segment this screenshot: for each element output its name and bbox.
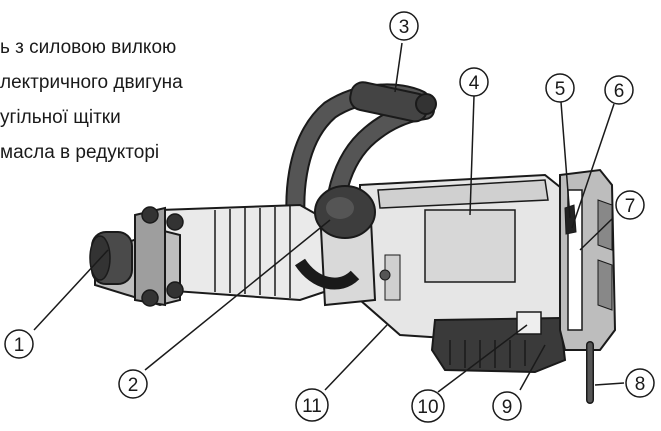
callout-2: 2 <box>118 369 148 399</box>
chuck <box>89 206 184 307</box>
svg-text:11: 11 <box>302 396 322 417</box>
svg-text:1: 1 <box>14 335 25 356</box>
svg-text:8: 8 <box>635 374 646 395</box>
caption-line-1: ь з силовою вилкою <box>0 37 177 58</box>
motor-housing <box>359 173 577 347</box>
side-handle <box>294 185 376 290</box>
callout-1: 1 <box>4 329 34 359</box>
callout-5: 5 <box>545 73 575 103</box>
caption-line-4: масла в редукторі <box>0 142 160 163</box>
callout-8: 8 <box>625 368 655 398</box>
svg-text:3: 3 <box>399 17 410 38</box>
callout-7: 7 <box>615 190 645 220</box>
caption-line-3: угільної щітки <box>0 107 121 128</box>
caption-line-2: лектричного двигуна <box>0 72 183 93</box>
callout-6: 6 <box>604 75 634 105</box>
callout-9: 9 <box>492 391 522 421</box>
svg-text:6: 6 <box>614 81 625 102</box>
callout-11: 11 <box>295 388 329 422</box>
label-panel <box>424 209 516 283</box>
callout-10: 10 <box>411 389 445 423</box>
svg-text:4: 4 <box>469 73 480 94</box>
svg-text:2: 2 <box>128 375 139 396</box>
rear-handle <box>559 168 617 404</box>
svg-text:5: 5 <box>555 79 566 100</box>
callout-4: 4 <box>459 67 489 97</box>
leader-lines <box>33 42 625 393</box>
svg-text:10: 10 <box>417 397 438 418</box>
svg-text:9: 9 <box>502 397 513 418</box>
callout-3: 3 <box>389 11 419 41</box>
svg-text:7: 7 <box>625 196 636 217</box>
motor-bottom <box>430 311 567 374</box>
